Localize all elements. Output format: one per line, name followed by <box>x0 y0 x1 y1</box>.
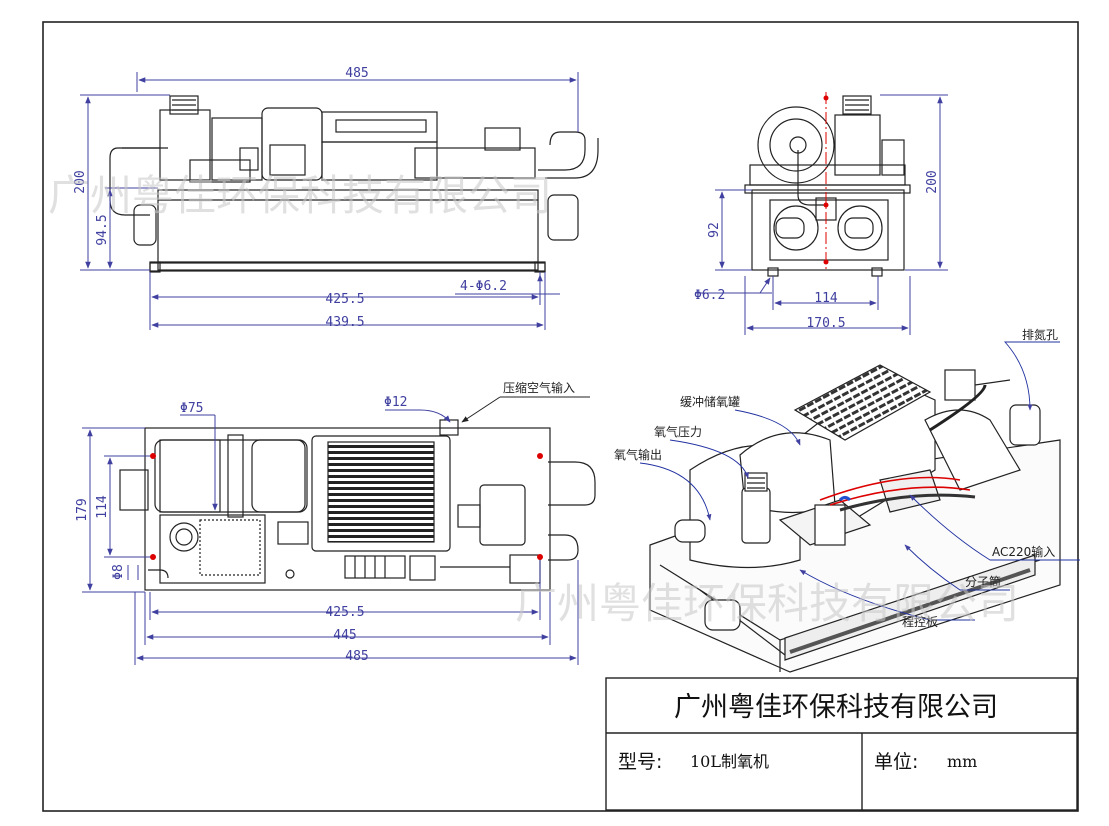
title-model-value: 10L制氧机 <box>690 752 769 771</box>
isometric-view <box>639 341 1080 673</box>
iso-callout-sieve-tube: 分子筒 <box>965 574 1001 589</box>
iso-callout-nitrogen-vent: 排氮孔 <box>1022 327 1058 342</box>
side-height: 200 <box>73 170 88 193</box>
iso-callout-oxygen-output: 氧气输出 <box>614 447 662 462</box>
title-block <box>605 677 1078 811</box>
top-tank-dia: Φ75 <box>180 401 203 416</box>
watermark-bottom: 广州粤佳环保科技有限公司 <box>515 579 1019 628</box>
title-unit-value: mm <box>947 752 977 771</box>
top-view <box>82 396 596 665</box>
watermark-top: 广州粤佳环保科技有限公司 <box>48 171 552 220</box>
sheet-border <box>42 21 1079 812</box>
end-width: 170.5 <box>806 316 845 331</box>
end-height: 200 <box>925 170 940 193</box>
end-hole-spacing: 114 <box>814 291 838 306</box>
title-company: 广州粤佳环保科技有限公司 <box>674 692 998 723</box>
side-holes-label: 4-Φ6.2 <box>460 279 507 294</box>
top-inner-width: 114 <box>95 495 110 519</box>
end-hole-dia: Φ6.2 <box>694 288 725 303</box>
top-hole-spacing: 425.5 <box>325 605 364 620</box>
top-inlet-label: 压缩空气输入 <box>503 380 575 395</box>
side-overall-length: 485 <box>345 66 368 81</box>
side-hole-spacing: 425.5 <box>325 292 364 307</box>
top-base-length: 445 <box>333 628 356 643</box>
top-mount-dia: Φ8 <box>111 564 126 580</box>
side-mount-height: 94.5 <box>95 214 110 245</box>
end-mount-height: 92 <box>707 222 722 238</box>
side-base-length: 439.5 <box>325 315 364 330</box>
iso-callout-oxygen-pressure: 氧气压力 <box>654 424 702 439</box>
top-width: 179 <box>75 498 90 521</box>
end-view <box>695 92 948 335</box>
title-model-label: 型号: <box>618 751 662 773</box>
iso-callout-control-board: 程控板 <box>902 614 938 629</box>
iso-callout-ac220-input: AC220输入 <box>992 544 1055 559</box>
iso-callout-buffer-tank: 缓冲储氧罐 <box>680 394 740 409</box>
title-unit-label: 单位: <box>874 751 918 773</box>
side-view <box>80 72 599 330</box>
top-overall-length: 485 <box>345 649 368 664</box>
top-inlet-dia: Φ12 <box>384 395 407 410</box>
